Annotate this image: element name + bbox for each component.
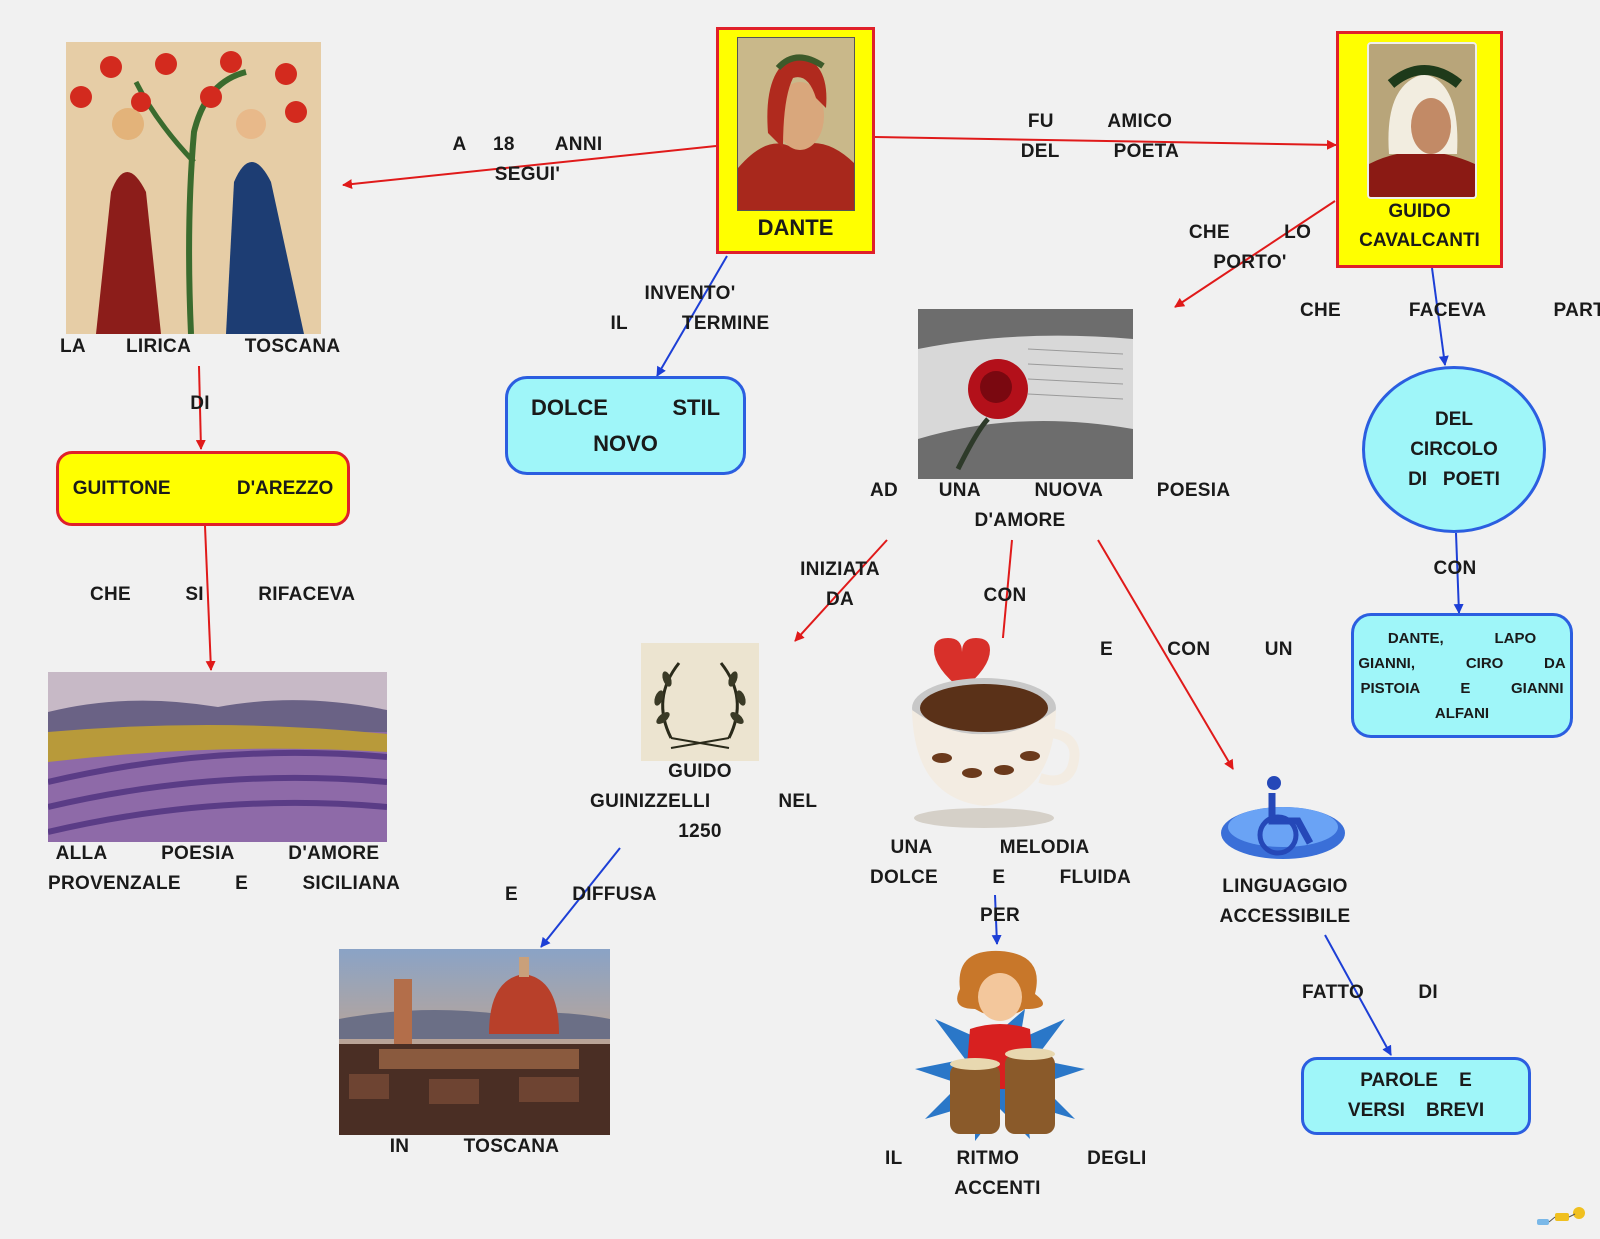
cavalcanti-label: GUIDO CAVALCANTI [1359, 201, 1480, 251]
ritmo-label: IL RITMO DEGLI ACCENTI [885, 1148, 1147, 1199]
guittone-node: GUITTONE D'AREZZO [56, 451, 350, 526]
arrow-cavalcanti-circolo [1431, 267, 1449, 366]
circolo-node: DEL CIRCOLO DI POETI [1362, 366, 1546, 533]
link-label-che-si: CHE SI RIFACEVA [90, 584, 356, 605]
florence-duomo-image [339, 949, 610, 1135]
dante-portrait [737, 37, 855, 211]
drummer-icon [915, 949, 1090, 1141]
guinizzelli-label: GUIDO GUINIZZELLI NEL 1250 [590, 761, 818, 842]
mindmap-logo-icon [1535, 1203, 1590, 1231]
arrow-lirica-guittone [195, 365, 206, 450]
rose-book-image [918, 309, 1133, 479]
link-label-con1: CON [1433, 558, 1477, 579]
medieval-lovers-image [66, 42, 321, 334]
arrow-guittone-provenzale [204, 525, 216, 671]
arrow-guinizzelli-toscana [540, 847, 621, 948]
coffee-heart-icon [892, 638, 1087, 836]
arrow-linguaggio-parole [1324, 934, 1392, 1056]
dolce-stil-novo-node: DOLCE STIL NOVO [505, 376, 746, 475]
link-label-iniziata: INIZIATA DA [800, 559, 880, 610]
arrow-poesia-guinizzelli [794, 539, 888, 642]
melodia-label: UNA MELODIA DOLCE E FLUIDA [870, 837, 1132, 888]
link-label-fu-amico: FU AMICO DEL POETA [1020, 111, 1180, 162]
arrow-dante-lirica [342, 145, 717, 190]
link-label-e-con-un: E CON UN [1100, 639, 1293, 660]
arrow-circolo-poeti [1453, 532, 1464, 614]
link-label-di: DI [190, 393, 210, 414]
link-label-invento: INVENTO' IL TERMINE [610, 283, 770, 334]
guittone-label: GUITTONE D'AREZZO [72, 477, 334, 499]
link-label-a18: A 18 ANNI SEGUI' [452, 134, 603, 185]
parole-versi-node: PAROLE E VERSI BREVI [1301, 1057, 1531, 1135]
toscana-label: IN TOSCANA [389, 1136, 560, 1157]
link-label-che-faceva: CHE FACEVA PARTE [1300, 300, 1600, 321]
cavalcanti-portrait [1367, 42, 1477, 199]
arrow-dante-dolce [656, 255, 728, 377]
arrow-melodia-ritmo [991, 894, 1002, 945]
parole-label: PAROLE E VERSI BREVI [1347, 1070, 1485, 1121]
arrow-poesia-linguaggio [1097, 539, 1234, 770]
wheelchair-icon [1218, 773, 1348, 871]
link-label-che-lo: CHE LO PORTO' [1188, 222, 1312, 273]
link-label-e-diffusa: E DIFFUSA [505, 884, 657, 905]
laurel-wreath-icon [641, 643, 759, 761]
linguaggio-label: LINGUAGGIO ACCESSIBILE [1219, 876, 1351, 927]
poeti-elenco-node: DANTE, LAPO GIANNI, CIRO DA PISTOIA E GI… [1351, 613, 1573, 738]
nuova-poesia-label: AD UNA NUOVA POESIA D'AMORE [870, 480, 1231, 531]
link-label-fatto-di: FATTO DI [1302, 982, 1438, 1003]
link-label-con2: CON [983, 585, 1027, 606]
arrow-dante-cavalcanti [874, 136, 1337, 150]
lavender-field-image [48, 672, 387, 842]
dante-label: DANTE [757, 215, 834, 240]
provenzale-label: ALLA POESIA D'AMORE PROVENZALE E SICILIA… [48, 843, 401, 894]
link-label-per: PER [980, 905, 1020, 926]
dolce-label: DOLCE STIL NOVO [530, 394, 721, 456]
lirica-label: LA LIRICA TOSCANA [60, 336, 341, 357]
poeti-elenco-label: DANTE, LAPO GIANNI, CIRO DA PISTOIA E GI… [1358, 629, 1566, 722]
arrow-cavalcanti-poesia [1174, 200, 1336, 308]
circolo-label: DEL CIRCOLO DI POETI [1408, 408, 1500, 490]
